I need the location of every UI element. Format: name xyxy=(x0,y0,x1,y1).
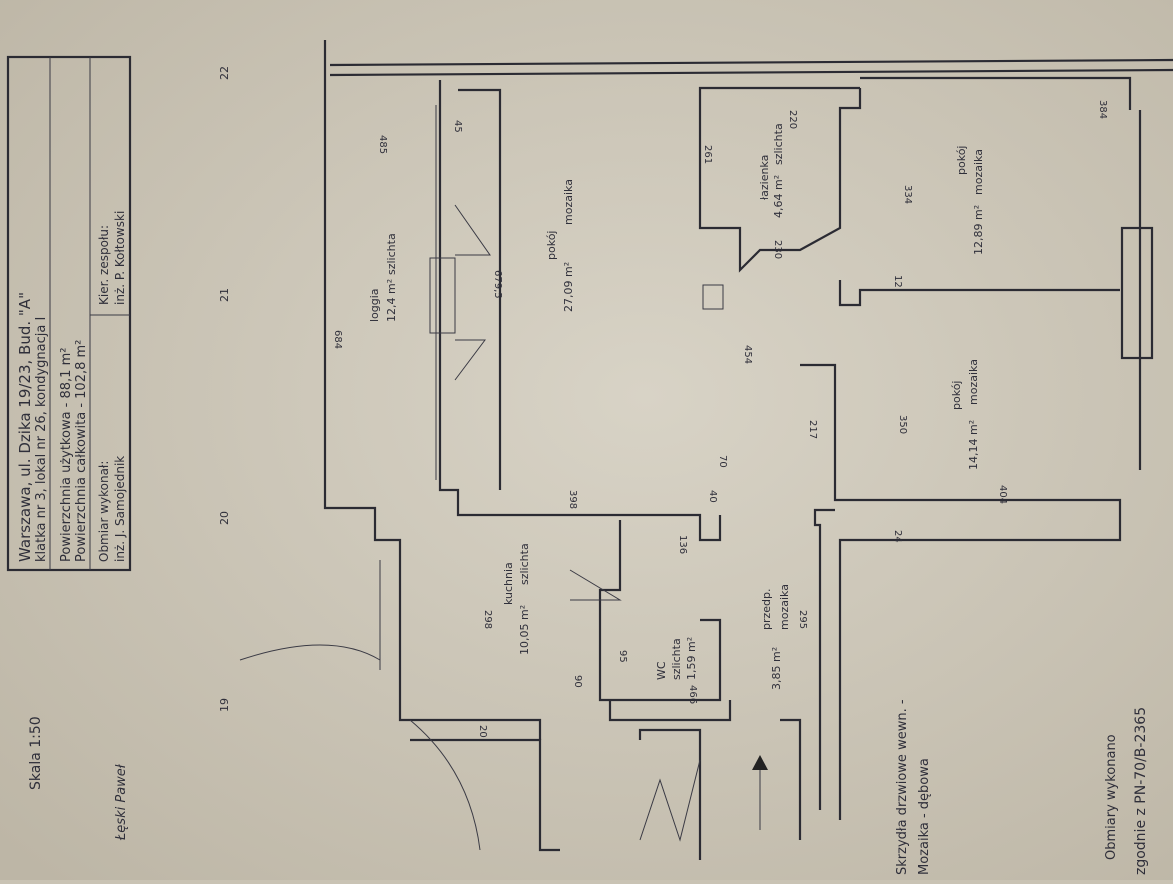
svg-text:szlichta: szlichta xyxy=(385,233,398,275)
svg-text:szlichta: szlichta xyxy=(670,638,683,680)
svg-text:WC: WC xyxy=(655,661,668,680)
notes: Skrzydła drzwiowe wewn. - Mozaika - dębo… xyxy=(895,699,1149,875)
dim: 217 xyxy=(807,420,818,439)
dim: 295 xyxy=(797,610,808,629)
dim: 398 xyxy=(567,490,578,509)
signature: Łęski Paweł xyxy=(114,763,129,841)
note-measure-1: Obmiary wykonano xyxy=(1104,734,1119,860)
dim: 261 xyxy=(702,145,713,164)
scale-label: Skala 1:50 xyxy=(28,716,44,790)
svg-text:pokój: pokój xyxy=(955,146,968,175)
svg-text:10,05 m²: 10,05 m² xyxy=(518,605,531,655)
room-kitchen: kuchnia 10,05 m² szlichta xyxy=(502,543,531,655)
svg-text:14,14 m²: 14,14 m² xyxy=(967,420,980,470)
svg-text:4,64 m²: 4,64 m² xyxy=(772,175,785,218)
note-floor: Mozaika - dębowa xyxy=(917,758,932,875)
room-labels: loggia 12,4 m² szlichta pokój 27,09 m² m… xyxy=(368,123,985,690)
dim: 684 xyxy=(332,330,343,349)
measured-by: inż. J. Samojednik xyxy=(113,456,127,562)
dim: 454 xyxy=(742,345,753,364)
dim: 350 xyxy=(897,415,908,434)
dim: 404 xyxy=(997,485,1008,504)
dimension-labels: 485 684 679,5 454 217 295 298 398 404 35… xyxy=(332,100,1108,738)
room-bedroom-1: pokój 12,89 m² mozaika xyxy=(955,146,985,255)
dim: 220 xyxy=(787,110,798,129)
dim: 20 xyxy=(477,725,488,738)
dim: 90 xyxy=(572,675,583,688)
svg-text:mozaika: mozaika xyxy=(778,584,791,630)
title-line-1: Warszawa, ul. Dzika 19/23, Bud. "A" xyxy=(16,292,34,562)
dim: 95 xyxy=(617,650,628,663)
measured-by-label: Obmiar wykonał: xyxy=(97,461,111,562)
axis-19: 19 xyxy=(218,698,231,712)
svg-text:12,4 m²: 12,4 m² xyxy=(385,279,398,322)
dim: 136 xyxy=(677,535,688,554)
dim: 384 xyxy=(1097,100,1108,119)
dim: 40 xyxy=(707,490,718,503)
dim: 45 xyxy=(452,120,463,133)
dim: 12 xyxy=(892,275,903,288)
room-bedroom-2: pokój 14,14 m² mozaika xyxy=(950,359,980,470)
svg-text:27,09 m²: 27,09 m² xyxy=(562,262,575,312)
team-lead: inż. P. Kołtowski xyxy=(113,211,127,305)
dim: 230 xyxy=(772,240,783,259)
svg-text:loggia: loggia xyxy=(368,288,381,322)
svg-text:łazienka: łazienka xyxy=(758,155,771,200)
dim: 298 xyxy=(482,610,493,629)
room-bathroom: łazienka 4,64 m² szlichta xyxy=(758,123,785,218)
svg-text:12,89 m²: 12,89 m² xyxy=(972,205,985,255)
room-loggia: loggia 12,4 m² szlichta xyxy=(368,233,398,322)
total-area: Powierzchnia całkowita - 102,8 m² xyxy=(74,340,89,562)
svg-text:mozaika: mozaika xyxy=(972,149,985,195)
svg-text:1,59 m²: 1,59 m² xyxy=(685,637,698,680)
svg-text:mozaika: mozaika xyxy=(967,359,980,405)
axis-21: 21 xyxy=(218,288,231,302)
svg-text:szlichta: szlichta xyxy=(518,543,531,585)
svg-text:przedp.: przedp. xyxy=(760,588,773,630)
room-hallway: przedp. mozaika 3,85 m² xyxy=(760,584,791,690)
team-lead-label: Kier. zespołu: xyxy=(97,225,111,305)
svg-text:kuchnia: kuchnia xyxy=(502,562,515,605)
dim: 334 xyxy=(902,185,913,204)
dim: 24 xyxy=(892,530,903,543)
usable-area: Powierzchnia użytkowa - 88,1 m² xyxy=(59,348,74,562)
dim: 679,5 xyxy=(492,270,503,299)
svg-text:szlichta: szlichta xyxy=(772,123,785,165)
note-doors: Skrzydła drzwiowe wewn. - xyxy=(895,699,910,875)
axis-20: 20 xyxy=(218,511,231,525)
svg-text:mozaika: mozaika xyxy=(562,179,575,225)
dim: 466 xyxy=(687,685,698,704)
title-line-2: klatka nr 3, lokal nr 26, kondygnacja I xyxy=(34,317,49,562)
dim: 485 xyxy=(377,135,388,154)
note-measure-2: zgodnie z PN-70/B-2365 xyxy=(1133,707,1149,875)
svg-text:3,85 m²: 3,85 m² xyxy=(770,647,783,690)
dim: 70 xyxy=(717,455,728,468)
walls xyxy=(239,40,1173,860)
room-living: pokój 27,09 m² mozaika xyxy=(545,179,575,312)
room-wc: WC szlichta 1,59 m² xyxy=(655,637,698,680)
title-block: Warszawa, ul. Dzika 19/23, Bud. "A" klat… xyxy=(6,55,132,572)
svg-text:pokój: pokój xyxy=(950,381,963,410)
svg-text:pokój: pokój xyxy=(545,231,558,260)
axis-22: 22 xyxy=(218,66,231,80)
